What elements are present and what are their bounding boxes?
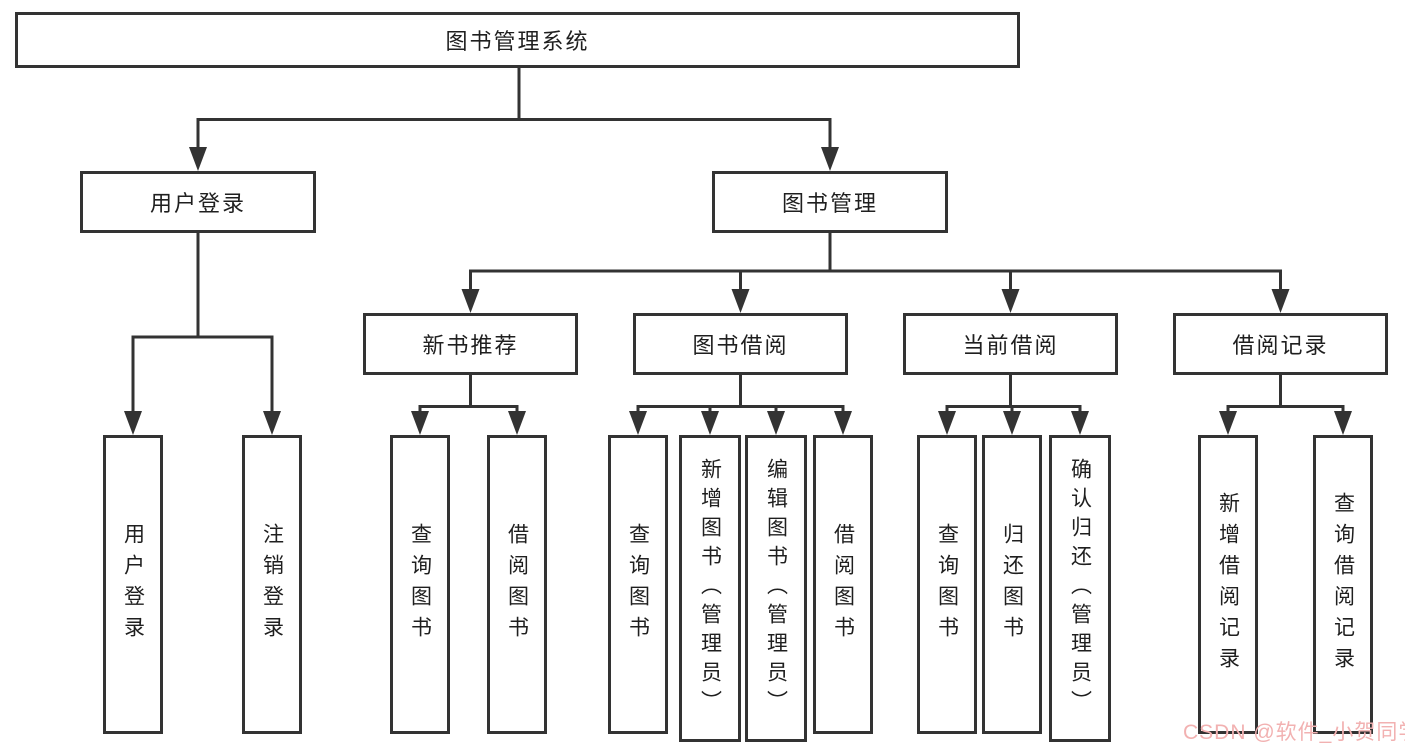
- watermark: CSDN @软件_小贺同学: [1183, 721, 1405, 744]
- leaf-confirm-return-admin: 确认归还（管理员）: [1049, 435, 1111, 742]
- leaf-logout-label: 注销登录: [260, 522, 284, 647]
- leaf-add-borrow-record: 新增借阅记录: [1198, 435, 1258, 734]
- leaf-borrow-books-recommend-label: 借阅图书: [505, 522, 529, 647]
- leaf-query-books-current-label: 查询图书: [935, 522, 959, 647]
- arrowhead: [701, 411, 719, 435]
- leaf-user-login-label: 用户登录: [121, 522, 145, 647]
- node-user-login-label: 用户登录: [149, 191, 246, 216]
- arrowhead: [508, 411, 526, 435]
- node-root-label: 图书管理系统: [445, 29, 590, 54]
- connector-book-borrow-to-leaves: [629, 373, 852, 435]
- arrowhead: [938, 411, 956, 435]
- connector-borrow-records-to-leaves: [1219, 373, 1352, 435]
- leaf-borrow-books: 借阅图书: [813, 435, 873, 734]
- leaf-logout: 注销登录: [242, 435, 302, 734]
- leaf-confirm-return-admin-label: 确认归还（管理员）: [1068, 458, 1092, 719]
- arrowhead: [1001, 289, 1020, 313]
- connector-book-management-to-l3: [461, 231, 1290, 313]
- leaf-return-books: 归还图书: [982, 435, 1042, 734]
- leaf-query-books-recommend-label: 查询图书: [408, 522, 432, 647]
- node-borrow-records-label: 借阅记录: [1232, 333, 1329, 358]
- arrowhead: [124, 411, 142, 435]
- arrowhead: [1219, 411, 1237, 435]
- leaf-query-borrow-record-label: 查询借阅记录: [1331, 491, 1355, 678]
- node-new-book-recommend-label: 新书推荐: [422, 333, 519, 358]
- arrowhead: [1003, 411, 1021, 435]
- arrowhead: [767, 411, 785, 435]
- leaf-query-borrow-record: 查询借阅记录: [1313, 435, 1373, 734]
- node-book-management-label: 图书管理: [781, 191, 878, 216]
- arrowhead: [189, 147, 207, 171]
- connector-new-book-to-leaves: [411, 373, 526, 435]
- node-book-borrow: 图书借阅: [633, 313, 848, 375]
- arrowhead: [411, 411, 429, 435]
- node-current-borrow: 当前借阅: [903, 313, 1118, 375]
- leaf-add-book-admin: 新增图书（管理员）: [679, 435, 741, 742]
- node-book-management: 图书管理: [712, 171, 948, 233]
- arrowhead: [1334, 411, 1352, 435]
- node-new-book-recommend: 新书推荐: [363, 313, 578, 375]
- node-book-borrow-label: 图书借阅: [692, 333, 789, 358]
- leaf-add-book-admin-label: 新增图书（管理员）: [698, 458, 722, 719]
- arrowhead: [1071, 411, 1089, 435]
- leaf-add-borrow-record-label: 新增借阅记录: [1216, 491, 1240, 678]
- arrowhead: [263, 411, 281, 435]
- connector-root-to-l2: [189, 66, 839, 171]
- arrowhead: [731, 289, 750, 313]
- leaf-query-books-current: 查询图书: [917, 435, 977, 734]
- node-user-login: 用户登录: [80, 171, 316, 233]
- leaf-user-login: 用户登录: [103, 435, 163, 734]
- node-root: 图书管理系统: [15, 12, 1020, 68]
- connector-current-borrow-to-leaves: [938, 373, 1089, 435]
- leaf-edit-book-admin-label: 编辑图书（管理员）: [764, 458, 788, 719]
- node-borrow-records: 借阅记录: [1173, 313, 1388, 375]
- leaf-edit-book-admin: 编辑图书（管理员）: [745, 435, 807, 742]
- arrowhead: [834, 411, 852, 435]
- node-current-borrow-label: 当前借阅: [962, 333, 1059, 358]
- leaf-borrow-books-recommend: 借阅图书: [487, 435, 547, 734]
- arrowhead: [629, 411, 647, 435]
- leaf-query-books-borrow-label: 查询图书: [626, 522, 650, 647]
- leaf-return-books-label: 归还图书: [1000, 522, 1024, 647]
- leaf-query-books-recommend: 查询图书: [390, 435, 450, 734]
- arrowhead: [461, 289, 480, 313]
- leaf-query-books-borrow: 查询图书: [608, 435, 668, 734]
- leaf-borrow-books-label: 借阅图书: [831, 522, 855, 647]
- connector-user-login-to-leaves: [124, 231, 281, 435]
- arrowhead: [1271, 289, 1290, 313]
- arrowhead: [821, 147, 839, 171]
